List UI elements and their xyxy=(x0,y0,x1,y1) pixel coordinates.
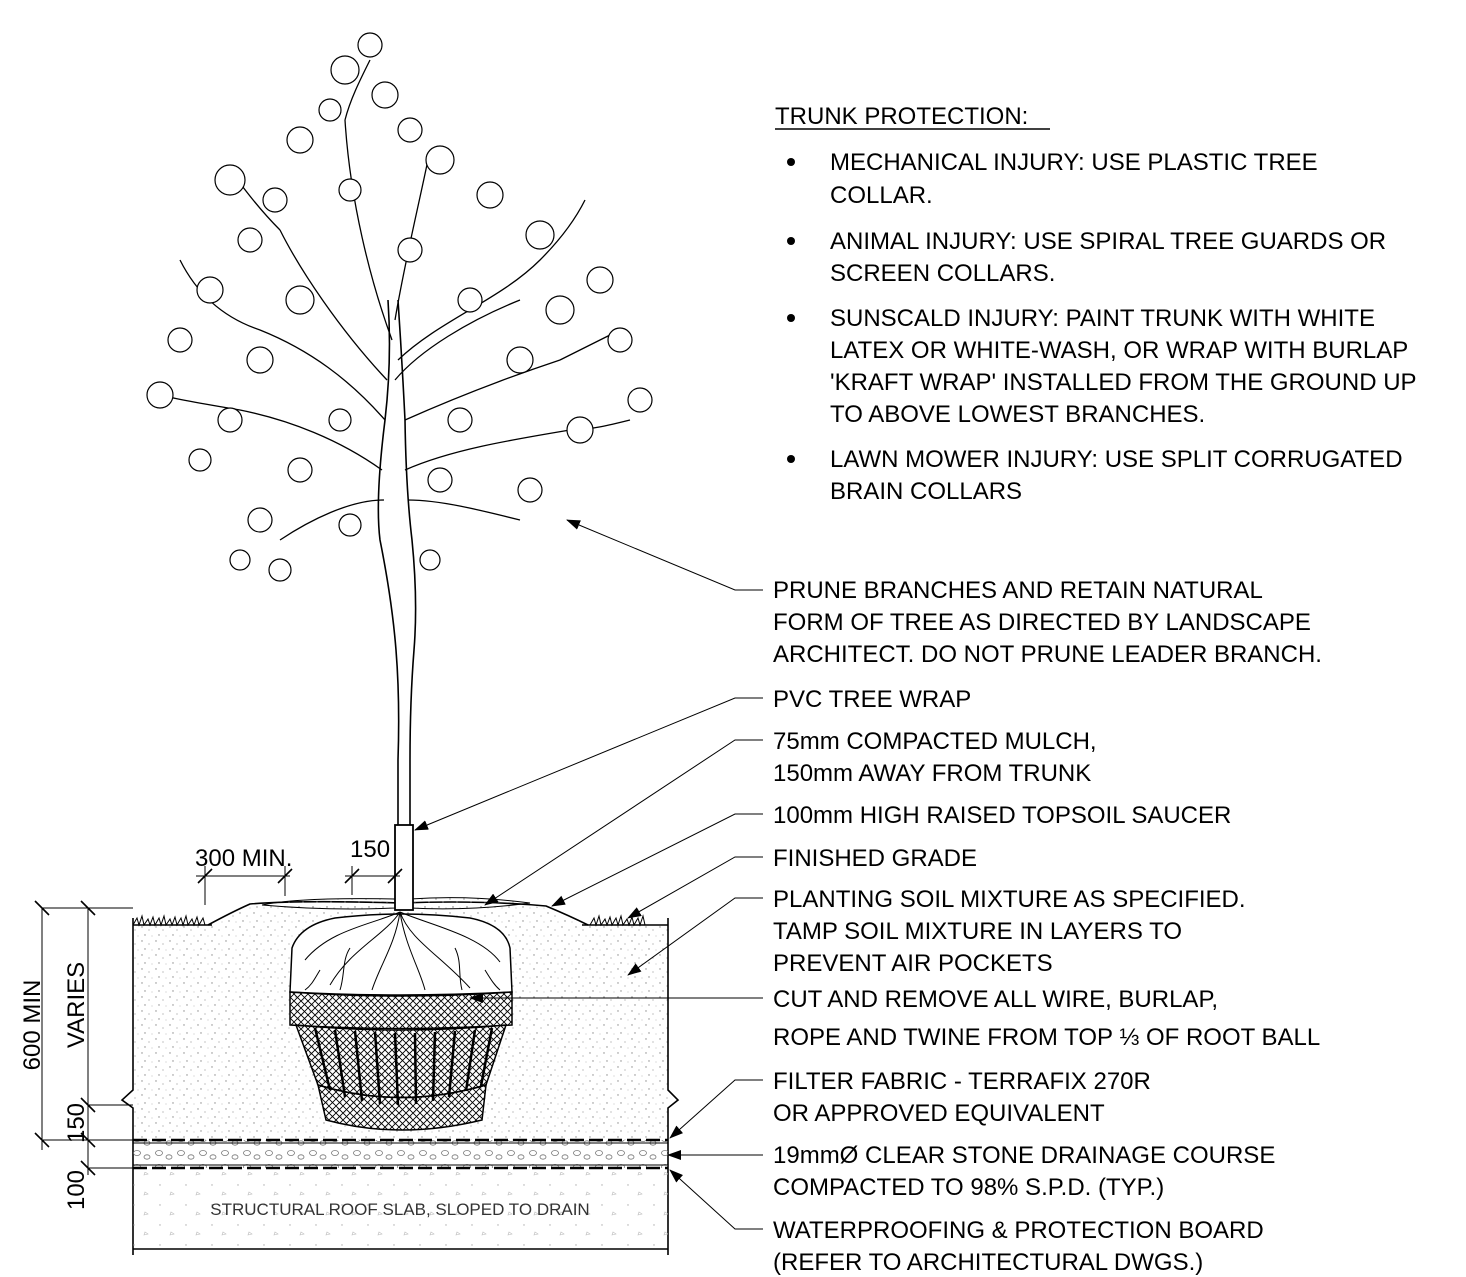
trunk xyxy=(377,299,417,905)
bullet-1 xyxy=(787,158,795,166)
dim-150-top: 150 xyxy=(350,836,390,863)
trunk-protection-notes: TRUNK PROTECTION: MECHANICAL INJURY: USE… xyxy=(775,103,1417,505)
note-waterproofing-1: WATERPROOFING & PROTECTION BOARD xyxy=(773,1217,1264,1244)
pvc-tree-wrap xyxy=(394,824,414,911)
note-soil-2: TAMP SOIL MIXTURE IN LAYERS TO xyxy=(773,918,1182,945)
bullet-3-line-2: LATEX OR WHITE-WASH, OR WRAP WITH BURLAP xyxy=(830,337,1408,364)
note-cut-wire-2: ROPE AND TWINE FROM TOP ⅓ OF ROOT BALL xyxy=(773,1024,1320,1051)
bullet-3-line-3: 'KRAFT WRAP' INSTALLED FROM THE GROUND U… xyxy=(830,369,1417,396)
note-prune-3: ARCHITECT. DO NOT PRUNE LEADER BRANCH. xyxy=(773,641,1322,668)
leader-waterproofing xyxy=(669,1169,763,1230)
note-prune-2: FORM OF TREE AS DIRECTED BY LANDSCAPE xyxy=(773,609,1311,636)
bullet-4-line-1: LAWN MOWER INJURY: USE SPLIT CORRUGATED xyxy=(830,446,1403,473)
leader-tree-wrap xyxy=(414,697,763,831)
dim-150-ticks xyxy=(344,868,403,884)
dim-300-min: 300 MIN. xyxy=(195,845,292,872)
leader-soil xyxy=(627,897,763,976)
root-ball xyxy=(289,911,513,1131)
dim-150-side: 150 xyxy=(63,1103,90,1143)
note-soil-1: PLANTING SOIL MIXTURE AS SPECIFIED. xyxy=(773,886,1246,913)
tree xyxy=(146,32,653,911)
callout-notes: PRUNE BRANCHES AND RETAIN NATURAL FORM O… xyxy=(773,577,1322,1276)
note-drainage-2: COMPACTED TO 98% S.P.D. (TYP.) xyxy=(773,1174,1164,1201)
leader-filter xyxy=(669,1079,763,1139)
note-tree-wrap: PVC TREE WRAP xyxy=(773,686,971,713)
drainage-course xyxy=(133,1140,668,1168)
tree-canopy xyxy=(146,32,653,582)
bullet-2-line-1: ANIMAL INJURY: USE SPIRAL TREE GUARDS OR xyxy=(830,228,1386,255)
slab-label: STRUCTURAL ROOF SLAB, SLOPED TO DRAIN xyxy=(210,1200,589,1219)
leader-grade xyxy=(627,856,763,919)
note-prune-1: PRUNE BRANCHES AND RETAIN NATURAL xyxy=(773,577,1263,604)
section-edge-right xyxy=(667,918,680,1255)
bullet-3 xyxy=(787,314,795,322)
bullet-2-line-2: SCREEN COLLARS. xyxy=(830,260,1055,287)
note-mulch-2: 150mm AWAY FROM TRUNK xyxy=(773,760,1091,787)
note-cut-wire-1: CUT AND REMOVE ALL WIRE, BURLAP, xyxy=(773,986,1218,1013)
dim-600-min: 600 MIN xyxy=(19,980,46,1071)
bullet-1-line-1: MECHANICAL INJURY: USE PLASTIC TREE xyxy=(830,149,1318,176)
note-filter-1: FILTER FABRIC - TERRAFIX 270R xyxy=(773,1068,1151,1095)
note-grade: FINISHED GRADE xyxy=(773,845,977,872)
root-ball-wire-band xyxy=(289,991,513,1030)
bullet-4-line-2: BRAIN COLLARS xyxy=(830,478,1022,505)
bullet-3-line-4: TO ABOVE LOWEST BRANCHES. xyxy=(830,401,1205,428)
root-ball-burlap-top xyxy=(289,913,513,996)
dim-ticks-vertical xyxy=(34,900,96,1176)
grass-left xyxy=(132,914,206,927)
dim-100: 100 xyxy=(63,1170,90,1210)
note-mulch-1: 75mm COMPACTED MULCH, xyxy=(773,728,1097,755)
note-waterproofing-2: (REFER TO ARCHITECTURAL DWGS.) xyxy=(773,1249,1203,1276)
grass-right xyxy=(589,914,646,927)
leader-mulch xyxy=(484,739,763,906)
note-drainage-1: 19mmØ CLEAR STONE DRAINAGE COURSE xyxy=(773,1142,1275,1169)
bullet-3-line-1: SUNSCALD INJURY: PAINT TRUNK WITH WHITE xyxy=(830,305,1375,332)
leader-saucer xyxy=(551,813,763,907)
section-edge-left xyxy=(120,918,134,1255)
note-soil-3: PREVENT AIR POCKETS xyxy=(773,950,1053,977)
bullet-4 xyxy=(787,455,795,463)
bullet-2 xyxy=(787,237,795,245)
note-saucer: 100mm HIGH RAISED TOPSOIL SAUCER xyxy=(773,802,1231,829)
structural-slab xyxy=(133,1172,668,1249)
basket-ribs xyxy=(313,1027,494,1106)
note-filter-2: OR APPROVED EQUIVALENT xyxy=(773,1100,1105,1127)
dimension-lines: 600 MIN VARIES 150 100 300 MIN. 150 xyxy=(19,836,403,1210)
dim-300-ticks xyxy=(197,868,293,884)
dim-varies: VARIES xyxy=(63,962,90,1048)
root-ball-base xyxy=(316,1083,487,1131)
soil-section: STRUCTURAL ROOF SLAB, SLOPED TO DRAIN xyxy=(120,897,680,1255)
roots xyxy=(304,911,501,991)
trunk-protection-heading: TRUNK PROTECTION: xyxy=(775,103,1028,130)
bullet-1-line-2: COLLAR. xyxy=(830,182,933,209)
leader-lines xyxy=(414,519,763,1230)
leader-prune xyxy=(566,519,763,591)
